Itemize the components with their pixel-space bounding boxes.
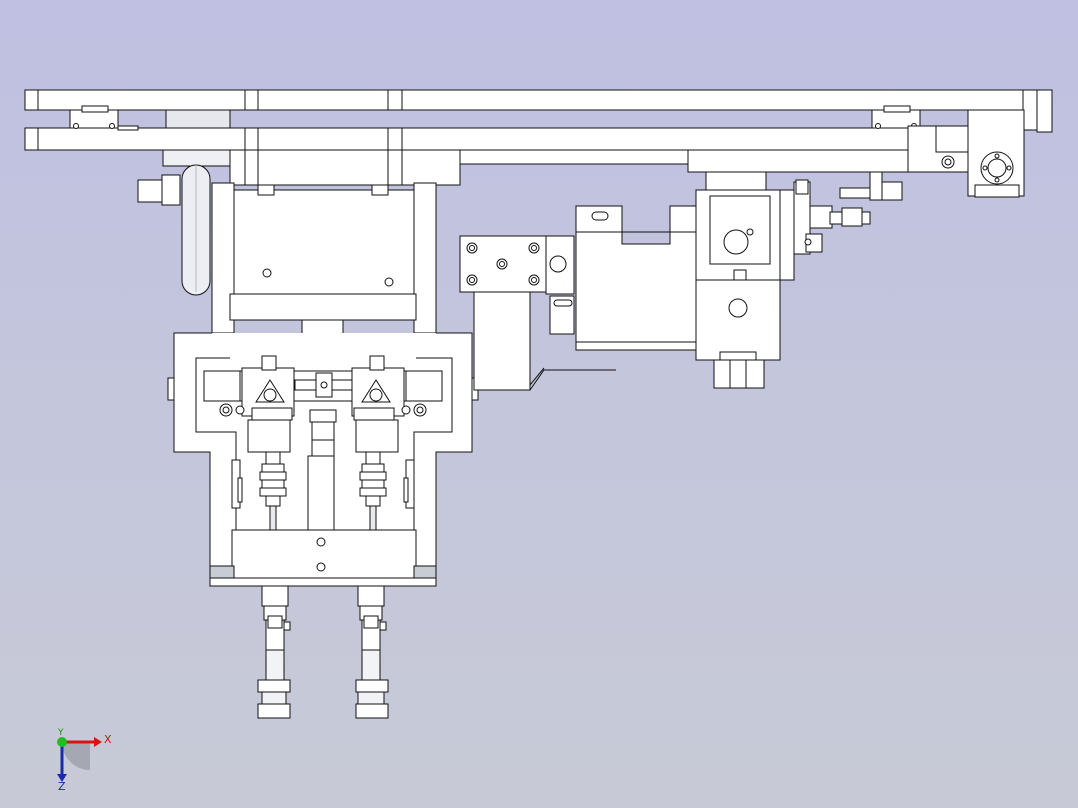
nozzle-right	[355, 585, 389, 719]
motor-housing	[575, 205, 701, 351]
top-rail-lower	[24, 127, 986, 151]
guide-block-left	[69, 105, 139, 131]
spring-right	[359, 451, 415, 533]
central-frame	[211, 182, 437, 334]
top-rail-upper	[24, 89, 1053, 133]
axis-z-label: Z	[58, 780, 66, 793]
center-shaft	[307, 409, 337, 533]
jaw-left	[219, 355, 295, 453]
left-guide-rod	[137, 164, 211, 296]
axis-x-label: X	[104, 733, 112, 746]
rail-cylinder	[162, 109, 246, 167]
axis-triad	[57, 737, 102, 782]
actuator-unit	[695, 171, 903, 389]
axis-y-label: Y	[58, 728, 64, 738]
bolt-bracket	[459, 235, 575, 295]
bottom-plate	[209, 529, 437, 587]
lower-bracket	[473, 291, 616, 391]
spring-left	[231, 451, 287, 533]
nozzle-left	[257, 585, 291, 719]
mounting-beam	[229, 149, 909, 186]
end-bearing-housing	[907, 109, 1025, 198]
jaw-right	[351, 355, 427, 453]
cross-slide	[203, 370, 443, 402]
